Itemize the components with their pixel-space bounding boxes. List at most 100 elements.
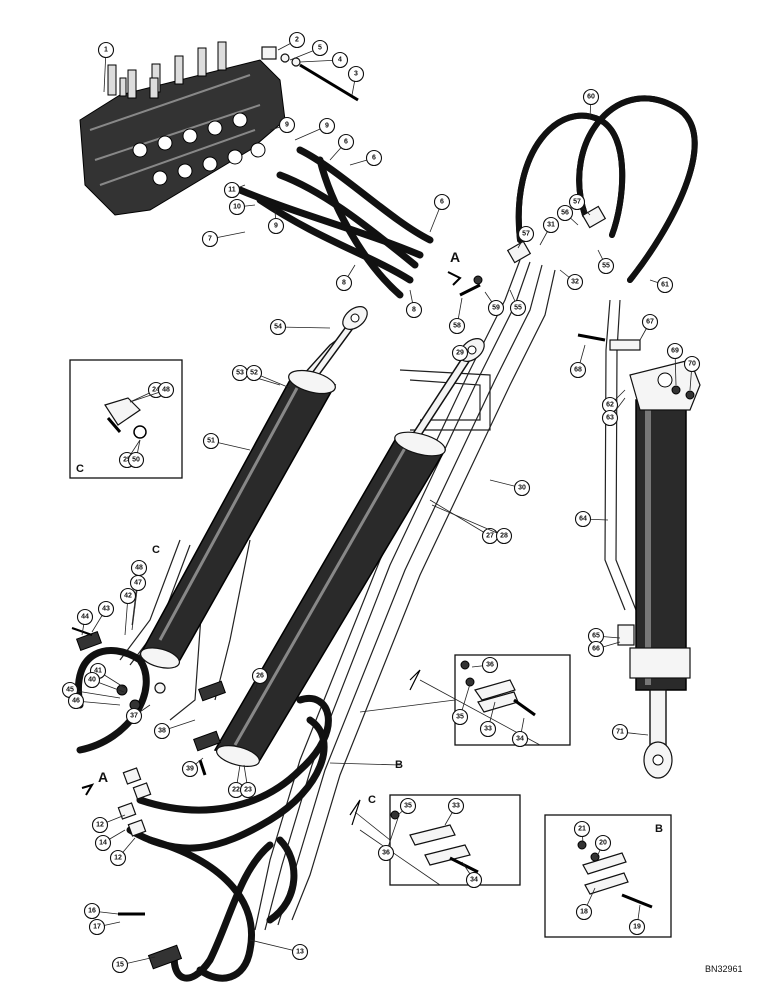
- callout-number: 31: [547, 222, 555, 229]
- callout-circle: [251, 667, 269, 685]
- callout-46: 46: [67, 692, 85, 710]
- callout-number: 8: [342, 280, 346, 287]
- view-letter-b-middle: B: [395, 759, 403, 771]
- callout-62: 62: [601, 396, 619, 414]
- callout-19: 19: [628, 918, 646, 936]
- callout-circle: [291, 943, 309, 961]
- callout-number: 55: [514, 305, 522, 312]
- callout-circle: [594, 834, 612, 852]
- callout-number: 35: [404, 803, 412, 810]
- callout-14: 14: [94, 834, 112, 852]
- callout-29: 29: [451, 344, 469, 362]
- callout-circle: [566, 273, 584, 291]
- callout-number: 14: [99, 840, 107, 847]
- callout-circle: [582, 88, 600, 106]
- callout-leader: [429, 499, 491, 537]
- callout-21: 21: [573, 820, 591, 838]
- callout-circle: [91, 816, 109, 834]
- callout-circle: [76, 608, 94, 626]
- callout-50: 50: [127, 451, 145, 469]
- callout-number: 55: [602, 263, 610, 270]
- left-cylinder: [138, 306, 368, 669]
- callout-number: 67: [646, 319, 654, 326]
- right-cylinder: [629, 359, 701, 779]
- callout-16: 16: [83, 902, 101, 920]
- callout-22: 22: [227, 781, 245, 799]
- callout-12: 12: [91, 816, 109, 834]
- callout-circle: [517, 225, 535, 243]
- callout-number: 27: [486, 533, 494, 540]
- callout-number: 63: [606, 415, 614, 422]
- view-arrow-a-bottom-label: A: [98, 769, 108, 785]
- callout-circle: [239, 781, 257, 799]
- callout-leader: [249, 939, 301, 953]
- callout-circle: [448, 317, 466, 335]
- callout-5: 5: [311, 39, 329, 57]
- callout-58: 58: [448, 317, 466, 335]
- callout-circle: [479, 720, 497, 738]
- callout-circle: [337, 133, 355, 151]
- callout-36: 36: [377, 844, 395, 862]
- callout-circle: [666, 342, 684, 360]
- callout-61: 61: [656, 276, 674, 294]
- callout-64: 64: [574, 510, 592, 528]
- callout-32: 32: [566, 273, 584, 291]
- callout-circle: [127, 451, 145, 469]
- callout-number: 8: [412, 307, 416, 314]
- callout-circle: [201, 230, 219, 248]
- callout-12: 12: [109, 849, 127, 867]
- callout-number: 69: [671, 348, 679, 355]
- callout-circle: [641, 313, 659, 331]
- callout-leader: [431, 504, 505, 537]
- callout-number: 68: [574, 367, 582, 374]
- callout-number: 44: [81, 614, 89, 621]
- callout-circle: [111, 956, 129, 974]
- callout-circle: [513, 479, 531, 497]
- callout-circle: [245, 364, 263, 382]
- callout-1: 1: [97, 41, 115, 59]
- callout-circle: [83, 671, 101, 689]
- callout-number: 46: [72, 698, 80, 705]
- callout-circle: [347, 65, 365, 83]
- callout-52: 52: [245, 364, 263, 382]
- callout-circle: [335, 274, 353, 292]
- callout-37: 37: [125, 707, 143, 725]
- callout-number: 52: [250, 370, 258, 377]
- callout-circle: [542, 216, 560, 234]
- callout-33: 33: [447, 797, 465, 815]
- callout-circle: [181, 760, 199, 778]
- callout-number: 57: [522, 231, 530, 238]
- callout-number: 1: [104, 47, 108, 54]
- callout-39: 39: [181, 760, 199, 778]
- callout-27: 27: [481, 527, 499, 545]
- callout-number: 42: [124, 593, 132, 600]
- callout-number: 11: [228, 187, 236, 194]
- callout-circle: [129, 574, 147, 592]
- callout-number: 37: [130, 713, 138, 720]
- callout-circle: [405, 301, 423, 319]
- callout-circle: [573, 820, 591, 838]
- detail-b-letter: B: [655, 823, 663, 835]
- callout-47: 47: [129, 574, 147, 592]
- callout-15: 15: [111, 956, 129, 974]
- callout-9: 9: [318, 117, 336, 135]
- callout-66: 66: [587, 640, 605, 658]
- callout-26: 26: [251, 667, 269, 685]
- callout-number: 50: [132, 457, 140, 464]
- callout-number: 48: [162, 387, 170, 394]
- callout-circle: [495, 527, 513, 545]
- callout-circle: [481, 656, 499, 674]
- callout-68: 68: [569, 361, 587, 379]
- callout-40: 40: [83, 671, 101, 689]
- callout-48: 48: [157, 381, 175, 399]
- callout-leader: [69, 689, 121, 699]
- callout-59: 59: [487, 299, 505, 317]
- callout-55: 55: [597, 257, 615, 275]
- callout-circle: [311, 39, 329, 57]
- callout-circle: [377, 844, 395, 862]
- callout-number: 36: [382, 850, 390, 857]
- callout-circle: [575, 903, 593, 921]
- callout-number: 13: [296, 949, 304, 956]
- callout-circle: [597, 257, 615, 275]
